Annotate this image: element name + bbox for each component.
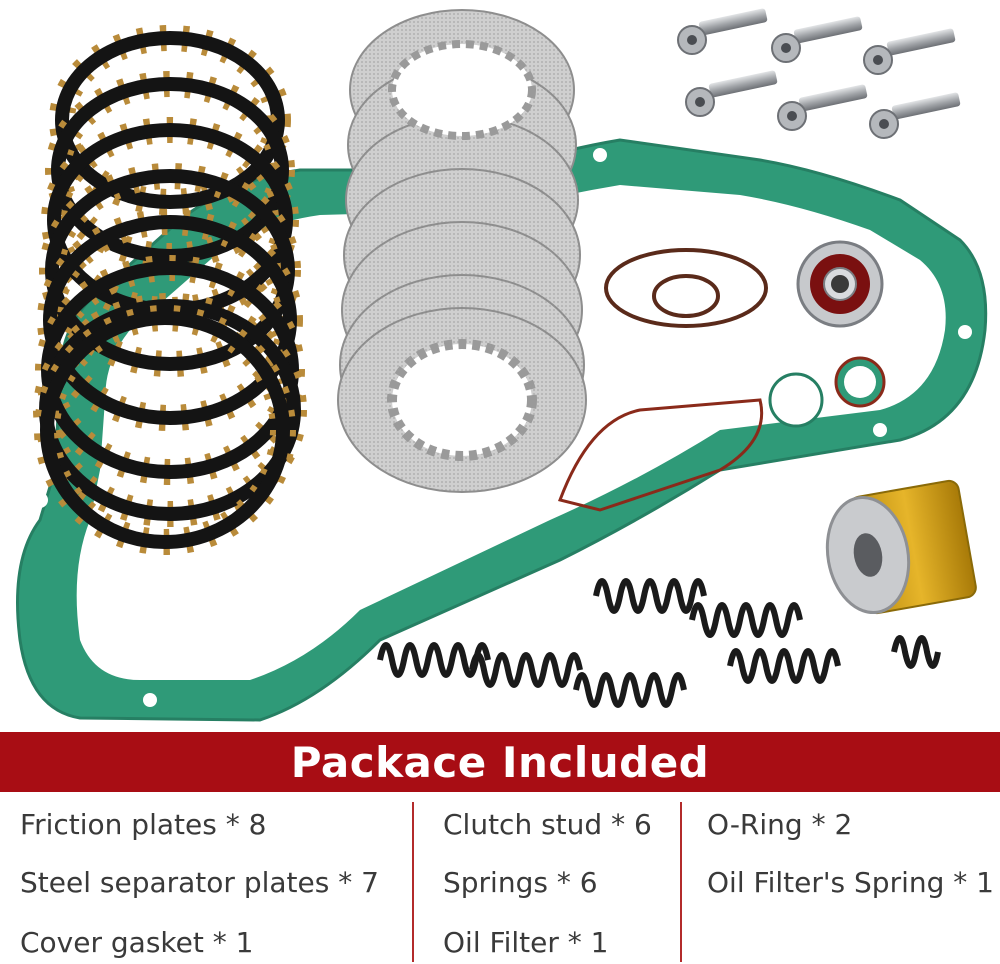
list-column-3: O-Ring * 2 Oil Filter's Spring * 1 xyxy=(707,792,997,964)
list-item: Friction plates * 8 xyxy=(20,808,267,841)
clutch-studs xyxy=(677,8,961,139)
column-divider xyxy=(412,802,414,962)
friction-plates xyxy=(33,25,307,555)
list-item: Oil Filter * 1 xyxy=(443,926,609,959)
column-divider xyxy=(680,802,682,962)
package-banner: Packace Included xyxy=(0,732,1000,792)
list-item: Cover gasket * 1 xyxy=(20,926,254,959)
list-item: Oil Filter's Spring * 1 xyxy=(707,866,994,899)
list-item: O-Ring * 2 xyxy=(707,808,853,841)
list-column-1: Friction plates * 8 Steel separator plat… xyxy=(20,792,410,964)
list-item: Clutch stud * 6 xyxy=(443,808,652,841)
o-rings xyxy=(604,248,768,328)
list-item: Steel separator plates * 7 xyxy=(20,866,379,899)
springs xyxy=(377,578,841,708)
steel-plates xyxy=(337,9,587,493)
list-item: Springs * 6 xyxy=(443,866,598,899)
oil-filter-spring xyxy=(891,635,941,669)
product-photo xyxy=(16,8,988,722)
bearing xyxy=(796,240,884,328)
list-column-2: Clutch stud * 6 Springs * 6 Oil Filter *… xyxy=(443,792,678,964)
package-list: Friction plates * 8 Steel separator plat… xyxy=(0,792,1000,964)
oil-filter xyxy=(825,479,977,615)
banner-title: Packace Included xyxy=(290,737,710,787)
